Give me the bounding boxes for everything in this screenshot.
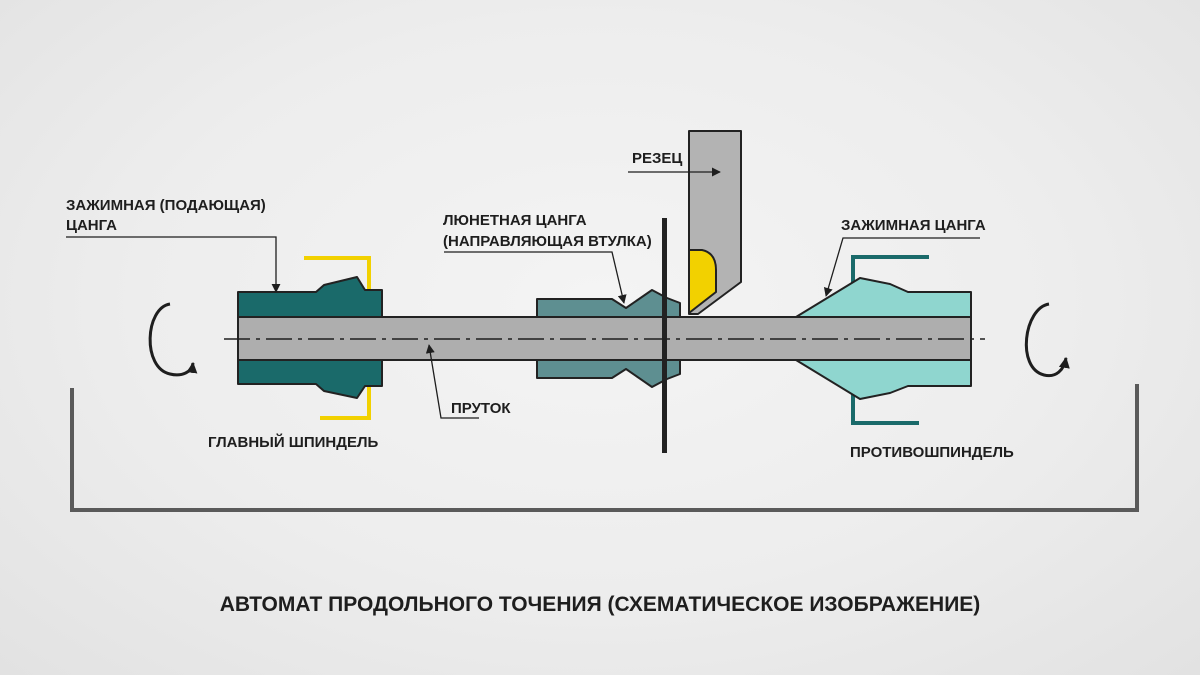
cutter-insert (688, 249, 717, 314)
cutter-label: РЕЗЕЦ (632, 150, 682, 167)
machine-frame (70, 384, 1139, 512)
bar-label: ПРУТОК (451, 400, 511, 417)
feed-collet-label-line2: ЦАНГА (66, 217, 117, 234)
counter-spindle-bracket-bottom (851, 385, 919, 425)
bar-leader (425, 344, 479, 419)
main-collet (237, 276, 383, 399)
main-rotation-icon (148, 302, 198, 377)
main-spindle-bracket-top (304, 256, 371, 290)
clamp-collet-label: ЗАЖИМНАЯ ЦАНГА (841, 217, 986, 234)
guide-bushing-plate (662, 218, 667, 453)
clamp-collet-leader (823, 237, 980, 297)
guide-collet-label-line2: (НАПРАВЛЯЮЩАЯ ВТУЛКА) (443, 233, 652, 250)
main-spindle-bracket-bottom (320, 385, 371, 420)
diagram-title: АВТОМАТ ПРОДОЛЬНОГО ТОЧЕНИЯ (СХЕМАТИЧЕСК… (220, 593, 981, 616)
counter-spindle-label: ПРОТИВОШПИНДЕЛЬ (850, 444, 1014, 461)
main-spindle-label: ГЛАВНЫЙ ШПИНДЕЛЬ (208, 433, 378, 451)
guide-collet-label-line1: ЛЮНЕТНАЯ ЦАНГА (443, 212, 587, 229)
counter-spindle-bracket-top (851, 255, 929, 292)
feed-collet-label-line1: ЗАЖИМНАЯ (ПОДАЮЩАЯ) (66, 197, 266, 214)
guide-collet-leader (444, 251, 627, 304)
counter-collet (795, 277, 972, 400)
feed-collet-leader (66, 236, 281, 293)
guide-collet (536, 289, 681, 388)
counter-rotation-icon (1024, 302, 1070, 378)
